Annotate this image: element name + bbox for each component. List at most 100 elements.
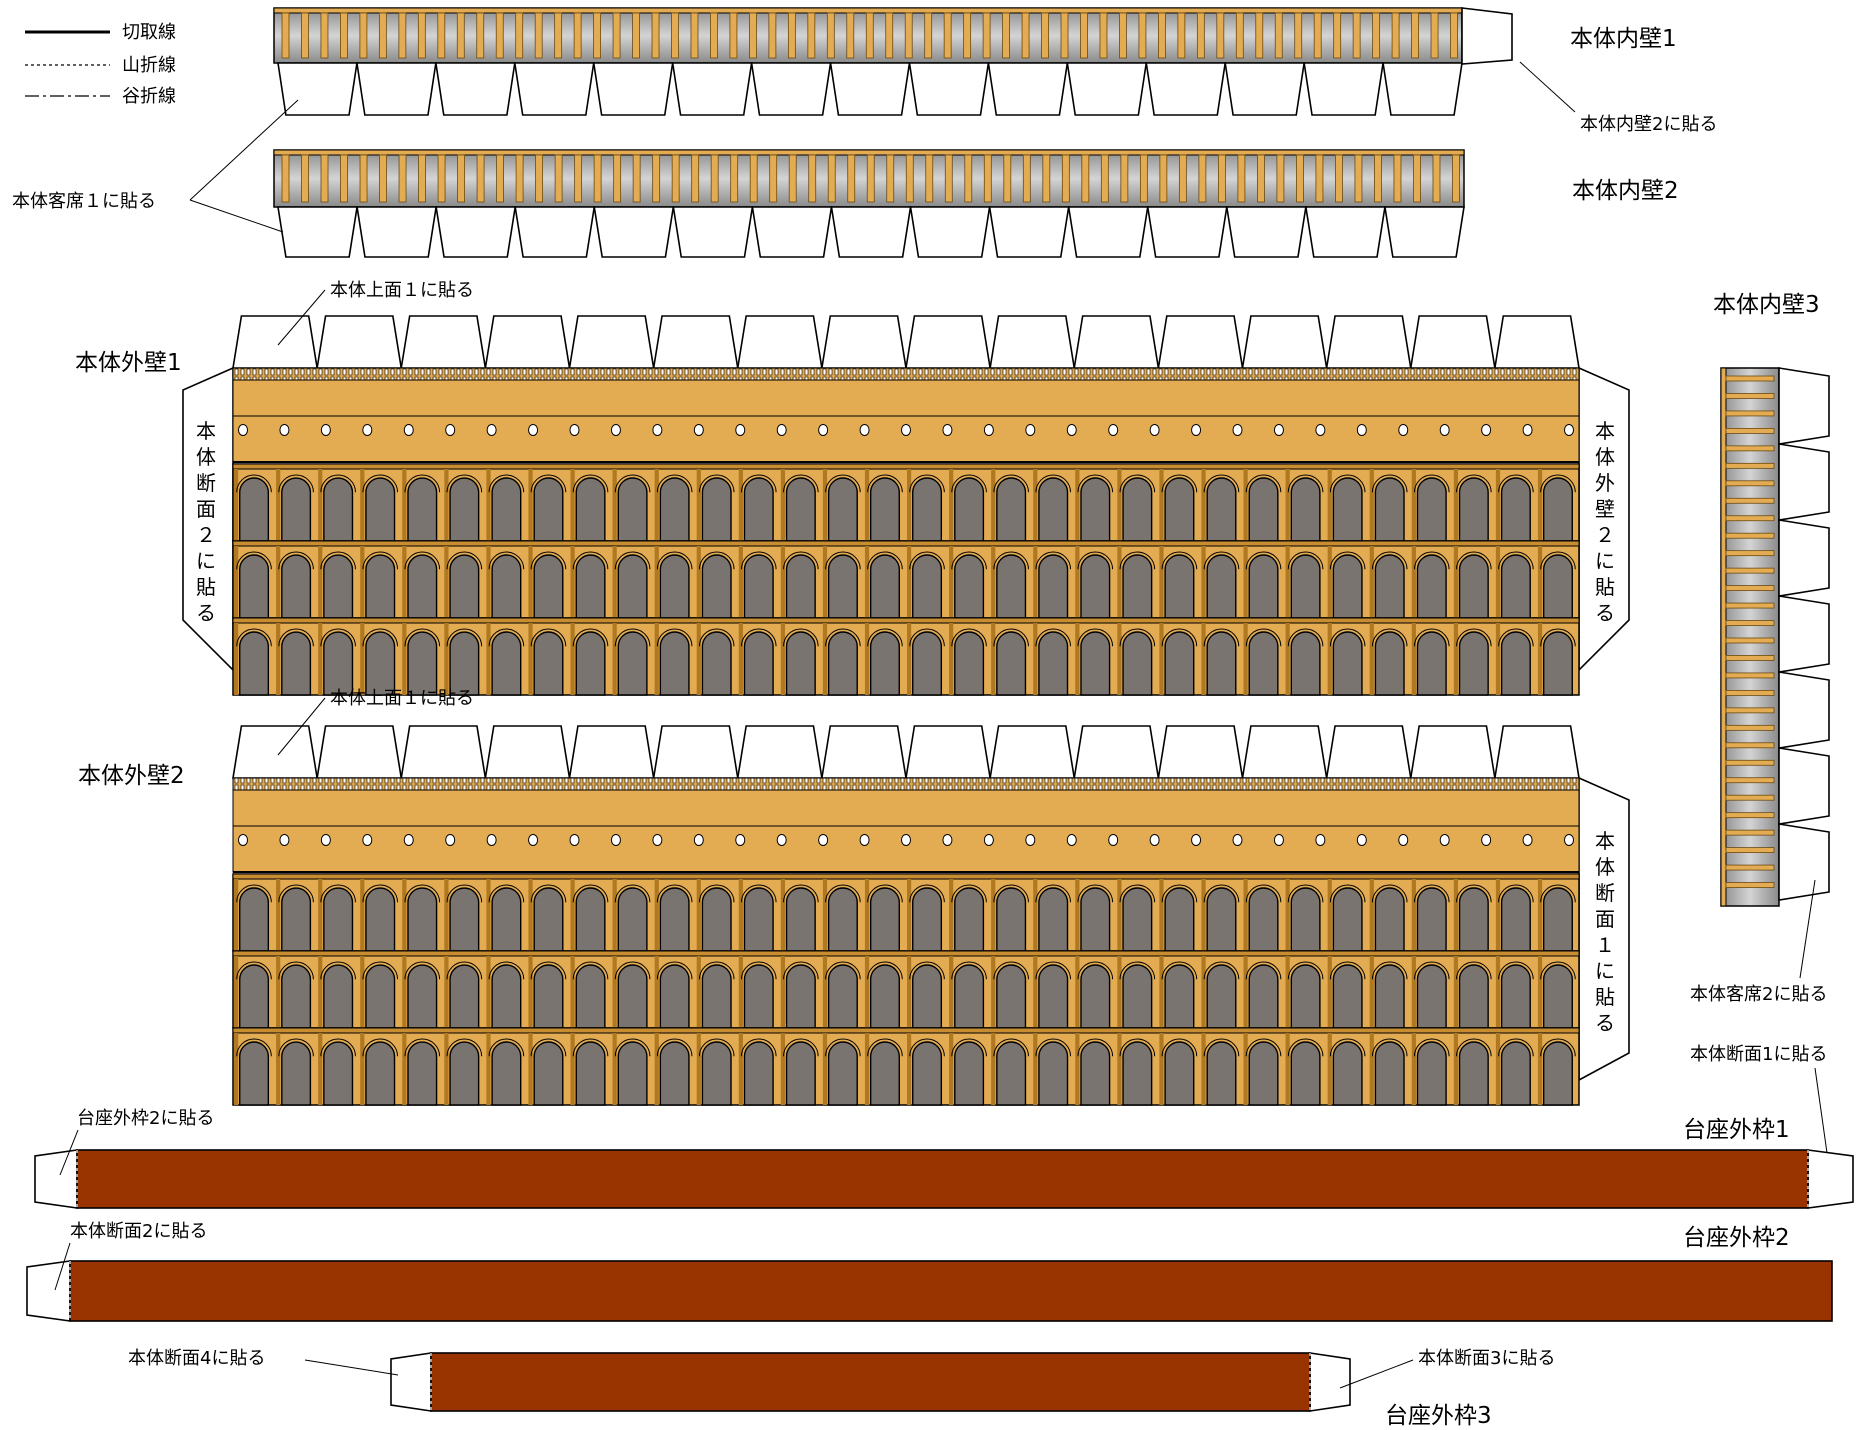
arch-trim: [1077, 551, 1114, 570]
arch-trim: [236, 474, 272, 493]
column-post: [632, 154, 641, 203]
inner-wall-3-title: 本体内壁3: [1713, 292, 1820, 318]
arch-trim: [320, 884, 356, 903]
pilaster: [528, 1033, 533, 1105]
pilaster: [612, 469, 617, 541]
arch-trim: [1498, 551, 1534, 570]
arch-opening: [1374, 1041, 1405, 1106]
column-post: [613, 154, 622, 203]
column-post: [1177, 12, 1186, 59]
arch-opening: [954, 1041, 985, 1106]
arch-opening: [365, 887, 396, 952]
arch-opening: [1500, 964, 1531, 1029]
right-glue-tab: [1807, 1149, 1854, 1209]
pilaster: [234, 623, 239, 695]
glue-tab: [592, 62, 674, 116]
inner-wall-rim: [1720, 367, 1727, 907]
pilaster: [1411, 879, 1416, 951]
pilaster: [738, 1033, 743, 1105]
arch-trim: [1540, 961, 1576, 980]
arch-opening: [1206, 554, 1237, 619]
glue-tab: [232, 725, 319, 779]
glue-tab: [568, 315, 655, 369]
column-post: [1725, 393, 1775, 399]
pilaster: [696, 956, 701, 1028]
column-post: [1725, 847, 1775, 853]
arch-opening: [1458, 477, 1489, 542]
arch-opening: [1458, 964, 1489, 1029]
arch-trim: [1456, 884, 1492, 903]
pilaster: [780, 546, 786, 618]
medallion: [1066, 424, 1077, 436]
arch-trim: [614, 884, 651, 903]
column-post: [1100, 154, 1109, 203]
medallion: [1191, 424, 1202, 436]
medallion: [1108, 834, 1119, 846]
column-post: [1725, 672, 1775, 679]
legend-cut-label: 切取線: [122, 22, 176, 43]
pilaster: [1075, 623, 1080, 695]
pilaster: [949, 879, 954, 951]
seats-1-note: 本体客席１に貼る: [12, 191, 156, 212]
column-post: [1003, 154, 1012, 203]
arch-opening: [912, 887, 943, 952]
arch-trim: [488, 474, 525, 493]
arch-opening: [1458, 554, 1489, 619]
arch-opening: [1206, 477, 1237, 542]
arch-trim: [951, 628, 987, 647]
tab-char: 貼: [196, 575, 216, 599]
arch-trim: [404, 1038, 441, 1057]
arch-opening: [617, 554, 648, 619]
medallion-band: [232, 415, 1580, 463]
column-post: [495, 12, 504, 59]
arch-opening: [239, 477, 270, 542]
tier-ledge: [232, 463, 1580, 470]
arch-opening: [1206, 964, 1237, 1029]
arch-trim: [1287, 884, 1324, 903]
arch-opening: [1164, 631, 1195, 696]
column-post: [1450, 12, 1458, 59]
medallion: [1149, 424, 1160, 436]
arch-trim: [1371, 628, 1408, 647]
pilaster: [696, 879, 701, 951]
arch-trim: [1413, 1038, 1450, 1057]
column-post: [1452, 154, 1460, 203]
pilaster: [1159, 879, 1164, 951]
arch-opening: [1248, 631, 1279, 696]
column-post: [769, 154, 778, 203]
glue-tab: [1303, 62, 1384, 116]
medallion: [362, 424, 373, 436]
pilaster: [949, 956, 954, 1028]
arch-opening: [449, 964, 480, 1029]
arch-trim: [1035, 1038, 1072, 1057]
arch-trim: [236, 1038, 272, 1057]
arch-trim: [404, 628, 441, 647]
arch-trim: [1161, 884, 1198, 903]
arch-opening: [743, 554, 774, 619]
pilaster: [1453, 879, 1459, 951]
pilaster: [1033, 956, 1038, 1028]
pilaster: [1285, 956, 1290, 1028]
arch-opening: [1374, 554, 1405, 619]
arch-opening: [1080, 477, 1111, 542]
column-post: [846, 12, 855, 59]
arch-opening: [1164, 1041, 1195, 1106]
arch-trim: [446, 628, 483, 647]
medallion: [735, 834, 746, 846]
pilaster: [949, 623, 954, 695]
pilaster: [991, 879, 996, 951]
arch-trim: [656, 884, 693, 903]
arch-opening: [869, 477, 900, 542]
column-post: [982, 12, 991, 59]
arch-opening: [575, 554, 606, 619]
arch-trim: [993, 1038, 1029, 1057]
arch-opening: [954, 964, 985, 1029]
pilaster: [1201, 879, 1206, 951]
arch-trim: [656, 628, 693, 647]
base-frame-3-note-right: 本体断面3に貼る: [1418, 1348, 1555, 1369]
column-post: [1725, 724, 1775, 731]
column-post: [320, 154, 329, 203]
arch-trim: [1161, 474, 1198, 493]
arch-trim: [993, 884, 1029, 903]
column-post: [379, 154, 387, 203]
